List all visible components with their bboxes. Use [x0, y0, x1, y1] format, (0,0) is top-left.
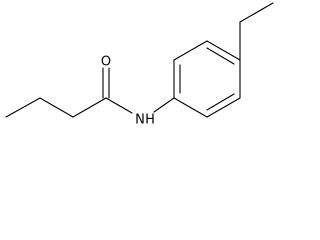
bond-ch2-carbonyl [72, 97, 107, 118]
bond-ch3-ch2 [5, 97, 41, 118]
butyryl-chain [5, 97, 107, 118]
ring-bond-2 [173, 40, 208, 61]
ring-bond-5 [206, 97, 241, 118]
bond-carbonyl-nitrogen [105, 97, 133, 114]
ring-bond-3 [206, 40, 241, 61]
ring-bond-6 [173, 97, 208, 118]
skeletal-structure: O N H [5, 2, 274, 128]
bond-ch2-ch3 [239, 2, 274, 23]
carbonyl-group: O [101, 55, 111, 99]
ethyl-group [239, 2, 274, 61]
ring-inner-double-2 [206, 47, 235, 65]
bond-ch2-ch2 [39, 97, 74, 118]
amide-linkage: N H [105, 97, 175, 128]
nitrogen-hydrogen-label: H [145, 113, 155, 128]
oxygen-label: O [101, 55, 111, 70]
ring-inner-double-3 [206, 93, 235, 111]
benzene-ring [173, 40, 241, 118]
nitrogen-label: N [135, 113, 145, 128]
bond-nitrogen-ring [153, 97, 175, 113]
